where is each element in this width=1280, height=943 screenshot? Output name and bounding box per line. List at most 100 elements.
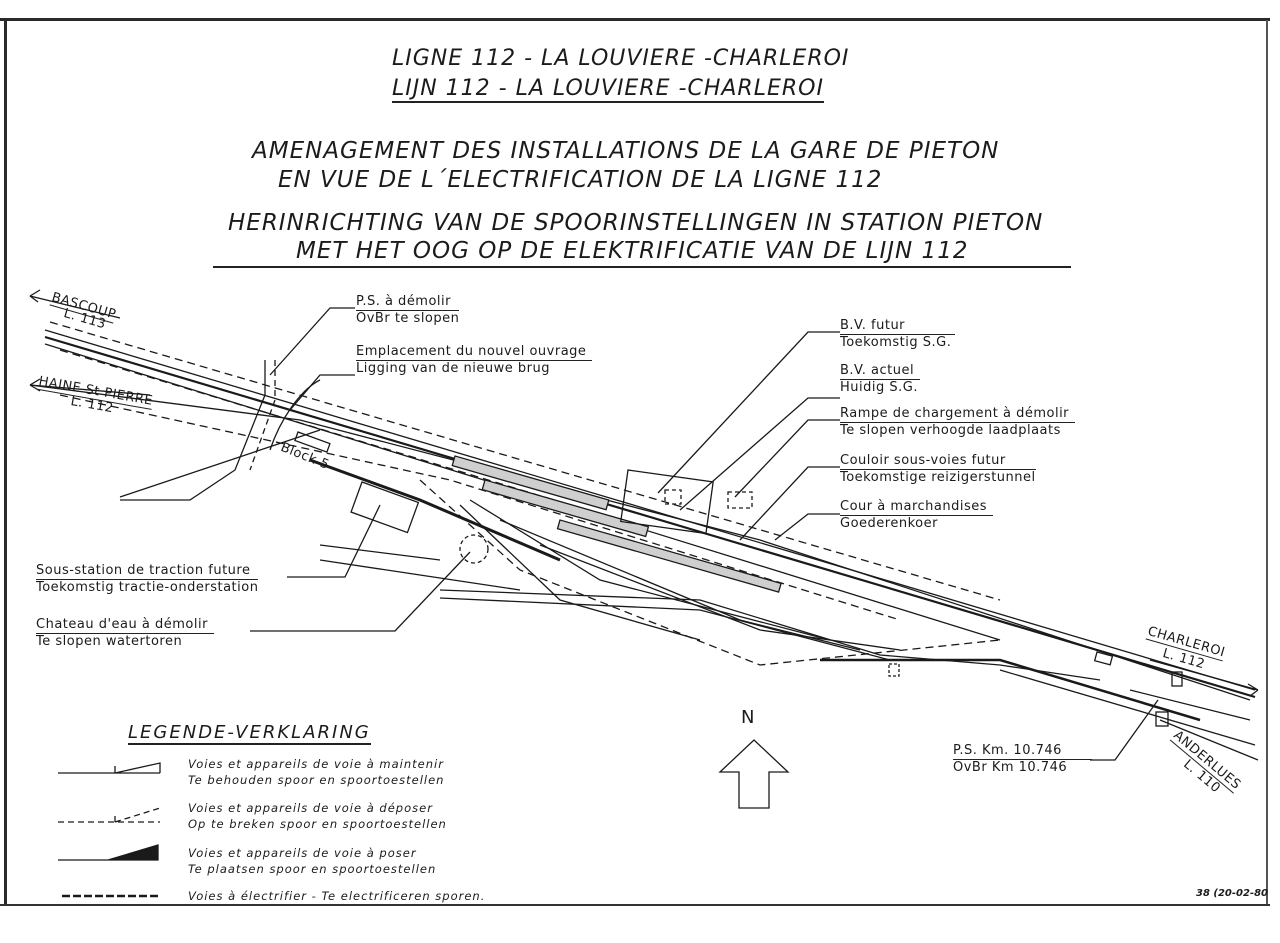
station-building-current [664, 489, 682, 505]
track-yard-4 [459, 504, 701, 641]
legend-symbol-maintain [58, 762, 161, 774]
label-chateau-fr: Chateau d'eau à démolir [36, 617, 214, 634]
track-yard-3 [469, 499, 831, 641]
label-emplacement: Emplacement du nouvel ouvrage Ligging va… [356, 344, 593, 377]
label-ps-km: P.S. Km. 10.746 OvBr Km 10.746 [953, 743, 1092, 776]
label-rampe: Rampe de chargement à démolir Te slopen … [840, 406, 1076, 439]
leader-sous-station [287, 504, 381, 578]
block-5-box [294, 431, 331, 453]
legend-symbol-remove [58, 807, 161, 823]
signal-box-east [1093, 651, 1114, 666]
leader-ps-demolir [269, 307, 355, 376]
track-anderlues-line [999, 669, 1256, 746]
frame-border-left [4, 20, 7, 905]
legend-title: LEGENDE-VERKLARING [128, 722, 371, 745]
legend-item-new: Voies et appareils de voie à poser Te pl… [188, 845, 436, 877]
track-yard-2 [439, 597, 891, 661]
track-anderlues-2 [1129, 689, 1251, 721]
frame-border-right [1266, 20, 1268, 905]
track-siding-2 [319, 544, 441, 561]
label-cour-nl: Goederenkoer [840, 516, 938, 531]
drawing-stamp: 38 (20-02-80 [1196, 888, 1269, 899]
track-main-line [44, 329, 1256, 691]
leader-bv-actuel [679, 397, 840, 511]
line-title-fr: LIGNE 112 - LA LOUVIERE -CHARLEROI [392, 46, 850, 71]
legend-item-remove: Voies et appareils de voie à déposer Op … [188, 800, 447, 832]
track-dashed-3 [59, 394, 901, 621]
legend-item-maintain-nl: Te behouden spoor en spoortoestellen [188, 773, 445, 787]
arrow-haine-head [29, 378, 41, 392]
track-yard-1 [439, 589, 1101, 681]
leader-couloir [739, 466, 840, 541]
label-bv-actuel: B.V. actuel Huidig S.G. [840, 363, 921, 396]
label-rampe-fr: Rampe de chargement à démolir [840, 406, 1076, 423]
label-sous-station-nl: Toekomstig tractie-onderstation [36, 580, 259, 595]
new-bridge-curve [269, 379, 321, 451]
arrow-charleroi [1149, 659, 1259, 697]
arrow-anderlues [1159, 719, 1259, 761]
track-dashed-loop [419, 479, 1001, 666]
line-title-nl: LIJN 112 - LA LOUVIERE -CHARLEROI [392, 76, 824, 103]
arrow-bascoup-line [29, 295, 121, 319]
leader-ps-km [1090, 699, 1159, 761]
legend-item-new-nl: Te plaatsen spoor en spoortoestellen [188, 862, 437, 876]
heading-fr-1: AMENAGEMENT DES INSTALLATIONS DE LA GARE… [252, 138, 1000, 164]
legend-symbol-new [58, 844, 159, 861]
frame-border-top [0, 18, 1270, 21]
platform-2 [481, 479, 650, 538]
label-emplacement-fr: Emplacement du nouvel ouvrage [356, 344, 593, 361]
frame-border-bottom [0, 904, 1270, 906]
leader-rampe [734, 419, 840, 498]
platform-3 [556, 519, 782, 593]
heading-underline [213, 266, 1071, 268]
heading-nl-2: MET HET OOG OP DE ELEKTRIFICATIE VAN DE … [296, 238, 969, 264]
label-couloir: Couloir sous-voies futur Toekomstige rei… [840, 453, 1036, 486]
substation-box [350, 481, 420, 534]
label-cour: Cour à marchandises Goederenkoer [840, 499, 994, 532]
label-cour-fr: Cour à marchandises [840, 499, 994, 516]
legend-item-new-fr: Voies et appareils de voie à poser [188, 846, 417, 860]
arrow-bascoup-head [29, 289, 41, 303]
label-bv-futur-nl: Toekomstig S.G. [840, 335, 952, 350]
label-ps-km-fr: P.S. Km. 10.746 [953, 743, 1092, 760]
label-ps-demolir: P.S. à démolir OvBr te slopen [356, 294, 460, 327]
track-siding [319, 559, 521, 591]
post-east [1171, 671, 1183, 687]
leader-bv-futur [657, 331, 840, 494]
legend-item-maintain-fr: Voies et appareils de voie à maintenir [188, 757, 444, 771]
label-bv-futur-fr: B.V. futur [840, 318, 956, 335]
track-branch-sw [119, 429, 321, 498]
label-ps-demolir-fr: P.S. à démolir [356, 294, 460, 311]
legend-item-electrify-fr: Voies à électrifier - Te electrificeren … [188, 889, 486, 903]
label-sous-station-fr: Sous-station de traction future [36, 563, 259, 580]
line-title-nl-text: LIJN 112 - LA LOUVIERE -CHARLEROI [392, 76, 824, 103]
bridge-road [120, 360, 266, 501]
track-new-2 [820, 658, 1201, 722]
legend-item-remove-fr: Voies et appareils de voie à déposer [188, 801, 433, 815]
arrow-haine-line [29, 384, 151, 396]
track-new-1 [309, 458, 561, 562]
leader-emplacement [289, 374, 355, 411]
legend-item-remove-nl: Op te breken spoor en spoortoestellen [188, 817, 447, 831]
label-bv-futur: B.V. futur Toekomstig S.G. [840, 318, 956, 351]
bridge-road-old [249, 360, 276, 471]
leader-chateau [250, 551, 471, 632]
heading-nl-1: HERINRICHTING VAN DE SPOORINSTELLINGEN I… [228, 210, 1044, 236]
label-ps-km-nl: OvBr Km 10.746 [953, 760, 1068, 775]
label-emplacement-nl: Ligging van de nieuwe brug [356, 361, 550, 376]
platform-1 [451, 455, 610, 511]
label-couloir-fr: Couloir sous-voies futur [840, 453, 1036, 470]
legend-item-maintain: Voies et appareils de voie à maintenir T… [188, 756, 444, 788]
track-yard-6 [539, 544, 901, 651]
loading-ramp [727, 491, 753, 509]
water-tower [459, 534, 489, 564]
legend-item-electrify: Voies à électrifier - Te electrificeren … [188, 888, 485, 904]
label-couloir-nl: Toekomstige reizigerstunnel [840, 470, 1036, 485]
track-main-line-2 [44, 335, 1256, 699]
heading-fr-2: EN VUE DE L´ELECTRIFICATION DE LA LIGNE … [278, 167, 883, 193]
label-ps-demolir-nl: OvBr te slopen [356, 311, 460, 326]
station-building [620, 469, 714, 535]
north-label: N [741, 707, 755, 728]
